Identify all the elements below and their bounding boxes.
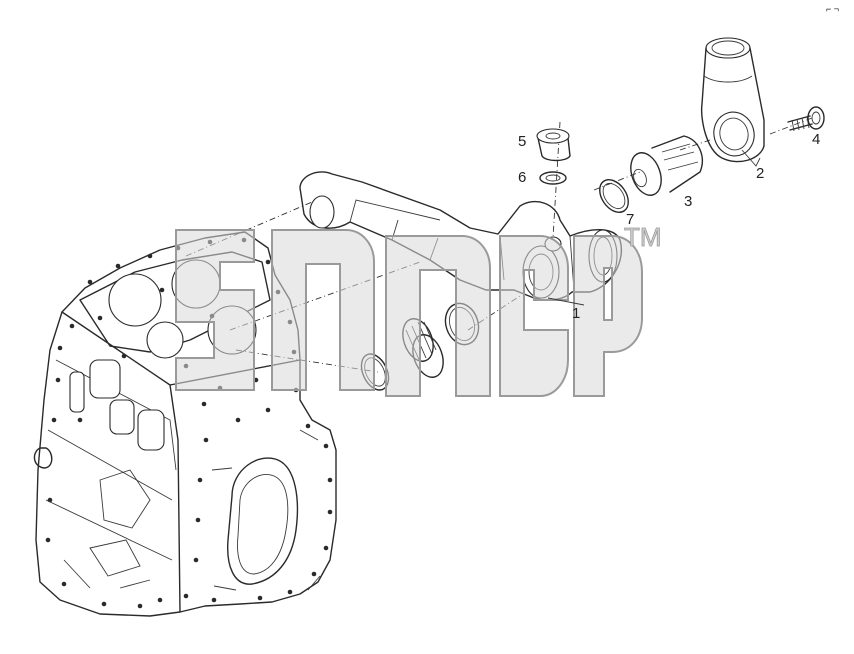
washer-part-6: [539, 171, 567, 185]
callout-2: 2: [756, 165, 764, 182]
bolt-part-4: [787, 106, 825, 132]
outlet-elbow-part-2: [700, 37, 765, 167]
thermostat-part-3: [630, 135, 703, 196]
callout-1: 1: [572, 305, 580, 322]
callout-5: 5: [518, 133, 526, 150]
callout-4: 4: [812, 131, 820, 148]
watermark-logo: TM: [175, 222, 662, 397]
callout-labels: 1 2 3 4 5 6 7 ⌐ ¬: [518, 4, 839, 322]
watermark-tm: TM: [624, 222, 662, 252]
callout-6: 6: [518, 169, 526, 186]
cap-part-5: [536, 128, 571, 162]
callout-3: 3: [684, 193, 692, 210]
gasket-ring-part-7: [599, 179, 629, 213]
callout-7: 7: [626, 211, 634, 228]
corner-mark: ⌐ ¬: [826, 4, 839, 14]
